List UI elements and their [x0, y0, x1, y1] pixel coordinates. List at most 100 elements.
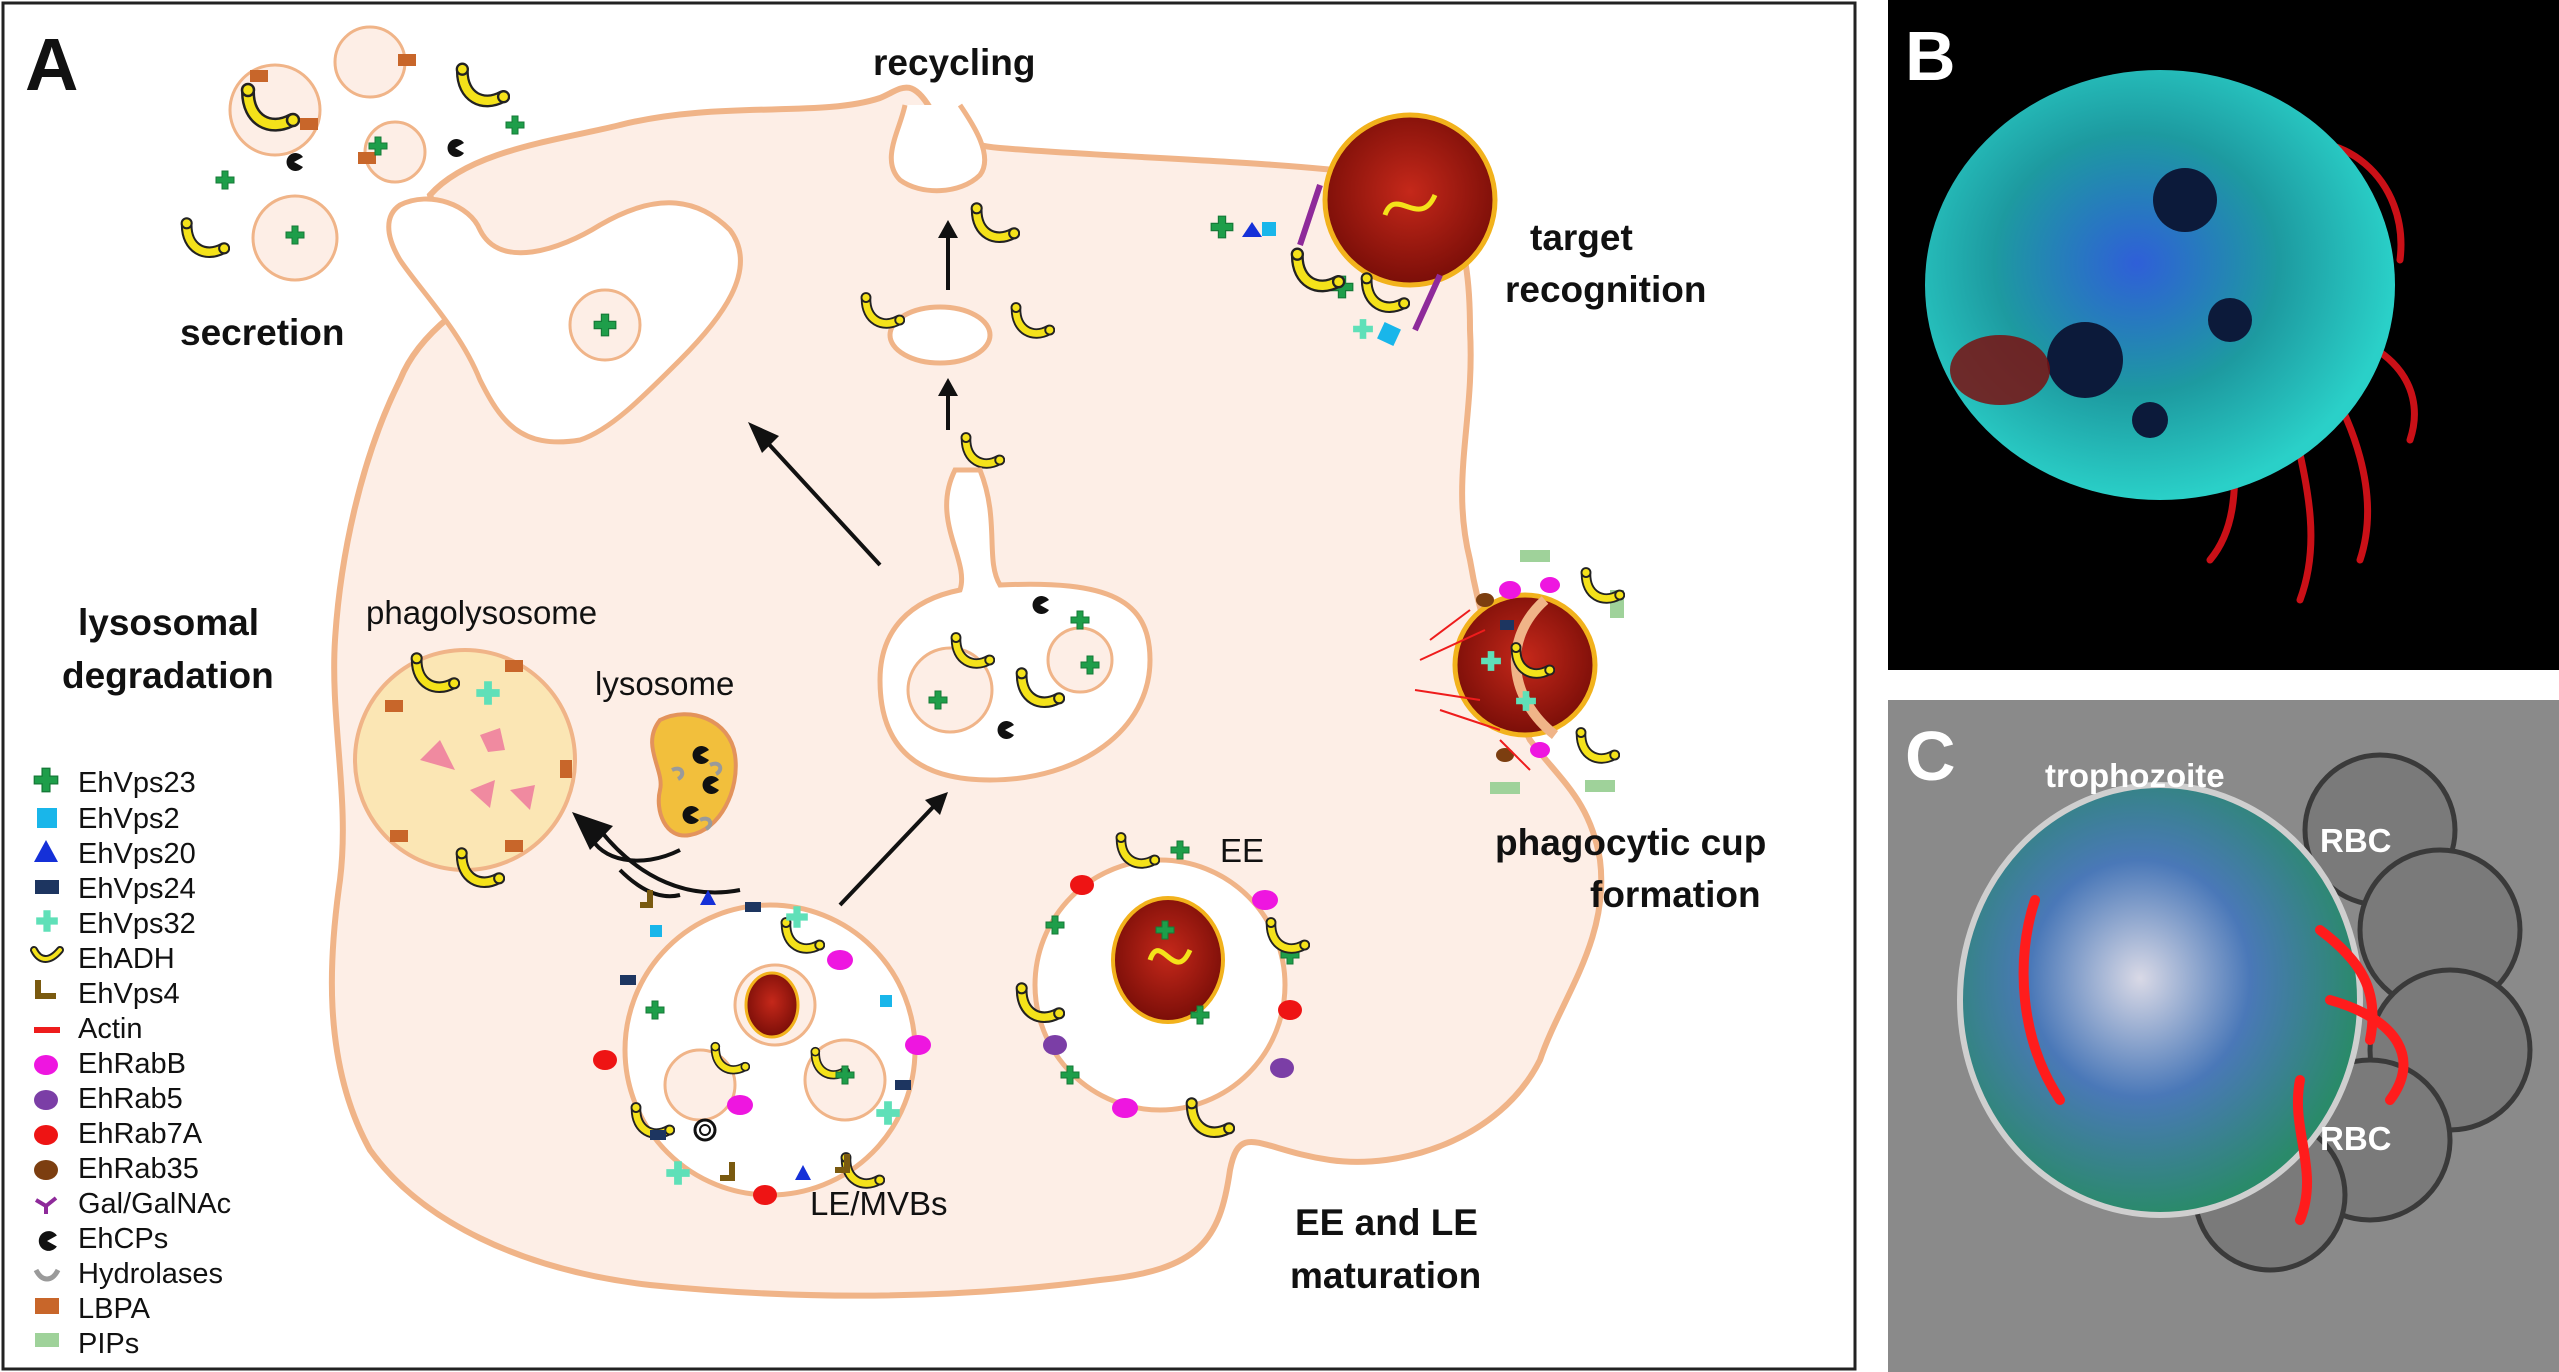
panel-c: C trophozoite RBC RBC — [1888, 700, 2559, 1372]
vps4-marker — [640, 890, 653, 908]
rab7a-marker — [593, 1050, 617, 1070]
cyan-square-icon — [37, 808, 57, 828]
legend-label: EhRab7A — [78, 1118, 203, 1150]
lbpa-marker — [560, 760, 572, 778]
galgalnac-marker — [1412, 273, 1443, 332]
dark-vacuole — [2153, 168, 2217, 232]
vps2-marker — [880, 995, 892, 1007]
galgalnac-marker — [1297, 184, 1323, 246]
vps24-marker — [895, 1080, 911, 1090]
label-lysosomal: lysosomal — [78, 602, 259, 643]
label-maturation: maturation — [1290, 1255, 1481, 1296]
red-actin-signal — [2018, 895, 2409, 1225]
lysosome-shape — [650, 712, 738, 838]
panel-a-letter: A — [25, 23, 78, 106]
rab35-marker — [1496, 748, 1514, 762]
recycling-vesicle — [887, 304, 993, 366]
legend-label: EhRab35 — [78, 1153, 199, 1185]
lbpa-marker — [250, 70, 268, 82]
vps2-marker — [1377, 322, 1401, 346]
vps2-marker — [650, 925, 662, 937]
label-secretion: secretion — [180, 312, 345, 353]
brown-oval-icon — [34, 1160, 58, 1180]
label-recycling: recycling — [873, 42, 1035, 83]
lbpa-marker — [505, 660, 523, 672]
legend-label: EhVps20 — [78, 838, 196, 870]
label-trophozoite: trophozoite — [2045, 757, 2225, 794]
legend-label: EhVps23 — [78, 767, 196, 799]
ee-rbc — [1111, 896, 1225, 1024]
arrowhead — [938, 220, 958, 238]
vps20-marker — [795, 1165, 811, 1180]
rab5-marker — [1043, 1035, 1067, 1055]
label-ee: EE — [1220, 832, 1264, 869]
legend-label: EhVps4 — [78, 978, 180, 1010]
legend-label: Gal/GalNAc — [78, 1188, 231, 1220]
digested-fragment — [470, 780, 495, 808]
legend-label: EhCPs — [78, 1223, 168, 1255]
label-recognition: recognition — [1505, 269, 1706, 310]
arrowhead — [572, 812, 613, 850]
vps20-marker — [1242, 222, 1262, 237]
lbpa-marker — [300, 118, 318, 130]
panel-b: B — [1888, 0, 2559, 670]
ingested-rbc — [744, 971, 800, 1039]
legend-label: PIPs — [78, 1328, 139, 1360]
vps24-marker — [1500, 620, 1514, 630]
legend-label: EhRab5 — [78, 1083, 183, 1115]
dark-vacuole — [2047, 322, 2123, 398]
digested-fragment — [420, 740, 455, 770]
legend-label: EhVps2 — [78, 803, 180, 835]
rabb-marker — [1499, 581, 1521, 599]
red-oval-icon — [34, 1125, 58, 1145]
actin-filaments — [1414, 609, 1531, 771]
secretion-vacuole — [386, 196, 743, 445]
pips-marker — [1520, 550, 1550, 562]
label-rbc-upper: RBC — [2320, 822, 2392, 859]
arrowhead — [938, 378, 958, 396]
hydrolase-marker — [699, 816, 713, 831]
lbpa-marker — [398, 54, 416, 66]
label-phagocytic-cup: phagocytic cup — [1495, 822, 1766, 863]
vps2-marker — [1262, 222, 1276, 236]
legend-label: EhRabB — [78, 1048, 186, 1080]
purple-oval-icon — [34, 1090, 58, 1110]
legend: EhVps23 EhVps2 EhVps20 EhVps24 EhVps32 E… — [30, 767, 231, 1360]
label-rbc-lower: RBC — [2320, 1120, 2392, 1157]
label-phagolysosome: phagolysosome — [366, 594, 597, 631]
gray-crescent-icon — [33, 1268, 61, 1282]
rabb-marker — [1540, 577, 1560, 593]
lbpa-marker — [505, 840, 523, 852]
panel-c-letter: C — [1905, 717, 1956, 795]
legend-label: LBPA — [78, 1293, 151, 1325]
rabb-marker — [1112, 1098, 1138, 1118]
rabb-marker — [905, 1035, 931, 1055]
secreted-vesicle — [333, 25, 407, 99]
navy-rectangle-icon — [35, 880, 59, 894]
orange-rectangle-icon — [35, 1298, 59, 1314]
legend-label: EhADH — [78, 943, 175, 975]
magenta-oval-icon — [34, 1055, 58, 1075]
brown-l-shape-icon — [35, 980, 56, 999]
label-le-mvbs: LE/MVBs — [810, 1185, 948, 1222]
label-lysosome: lysosome — [595, 665, 734, 702]
rab7a-marker — [753, 1185, 777, 1205]
rab7a-marker — [1278, 1000, 1302, 1020]
pips-marker — [1585, 780, 1615, 792]
red-line-icon — [34, 1027, 60, 1033]
arrow — [598, 828, 741, 895]
arrow — [763, 438, 882, 567]
hydrolase-marker — [671, 766, 685, 781]
ingested-rbc-b — [1950, 335, 2050, 405]
pips-marker — [1490, 782, 1520, 794]
legend-label: EhVps32 — [78, 908, 196, 940]
purple-fork-icon — [34, 1196, 58, 1214]
legend-label: Actin — [78, 1013, 142, 1045]
vps24-marker — [650, 1130, 666, 1140]
vps4-marker — [720, 1162, 735, 1181]
rab35-marker — [1476, 593, 1494, 607]
digested-fragment — [480, 728, 505, 752]
intralumenal-vesicle — [663, 1048, 737, 1122]
trophozoite-cell — [1957, 782, 2363, 1218]
